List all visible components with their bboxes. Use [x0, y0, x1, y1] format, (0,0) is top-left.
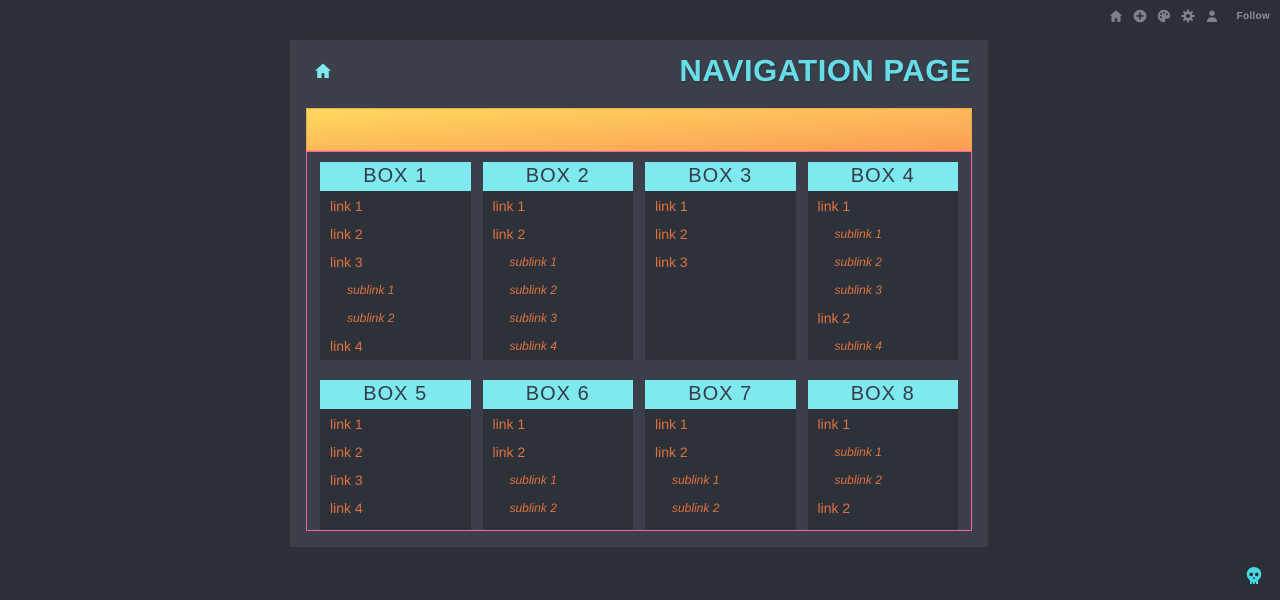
- nav-sublink[interactable]: sublink 4: [808, 332, 959, 360]
- nav-link[interactable]: link 1: [808, 410, 959, 438]
- box-link-list: link 1sublink 1sublink 2link 2: [808, 409, 959, 531]
- nav-link[interactable]: link 2: [483, 438, 634, 466]
- page-header: NAVIGATION PAGE: [290, 40, 988, 108]
- skull-button[interactable]: [1244, 566, 1264, 586]
- nav-link[interactable]: link 1: [645, 410, 796, 438]
- box-title: BOX 6: [483, 380, 634, 409]
- page-title: NAVIGATION PAGE: [679, 53, 971, 89]
- home-link[interactable]: [314, 62, 332, 80]
- follow-button[interactable]: Follow: [1237, 11, 1270, 22]
- box-title: BOX 3: [645, 162, 796, 191]
- nav-link[interactable]: link 2: [645, 220, 796, 248]
- box-link-list: link 1link 2sublink 1sublink 2sublink 3s…: [483, 191, 634, 360]
- nav-sublink[interactable]: sublink 2: [320, 304, 471, 332]
- nav-sublink[interactable]: sublink 2: [645, 494, 796, 522]
- nav-box: BOX 6 link 1link 2sublink 1sublink 2: [483, 380, 634, 531]
- nav-box: BOX 8 link 1sublink 1sublink 2link 2: [808, 380, 959, 531]
- nav-sublink[interactable]: sublink 2: [483, 276, 634, 304]
- box-title: BOX 2: [483, 162, 634, 191]
- box-link-list: link 1link 2link 3: [645, 191, 796, 360]
- nav-link[interactable]: link 2: [320, 220, 471, 248]
- nav-sublink[interactable]: sublink 2: [808, 248, 959, 276]
- box-title: BOX 8: [808, 380, 959, 409]
- nav-sublink[interactable]: sublink 1: [483, 248, 634, 276]
- page-container: NAVIGATION PAGE BOX 1 link 1link 2link 3…: [290, 40, 988, 547]
- box-link-list: link 1sublink 1sublink 2sublink 3link 2s…: [808, 191, 959, 360]
- nav-link[interactable]: link 1: [808, 192, 959, 220]
- nav-link[interactable]: link 2: [808, 494, 959, 522]
- nav-sublink[interactable]: sublink 2: [808, 466, 959, 494]
- nav-link[interactable]: link 3: [320, 466, 471, 494]
- nav-link[interactable]: link 3: [645, 248, 796, 276]
- nav-link[interactable]: link 2: [320, 438, 471, 466]
- nav-sublink[interactable]: sublink 2: [483, 494, 634, 522]
- gradient-navbar: [306, 108, 972, 151]
- nav-link[interactable]: link 4: [320, 494, 471, 522]
- box-link-list: link 1link 2link 3sublink 1sublink 2link…: [320, 191, 471, 360]
- add-circle-icon[interactable]: [1133, 9, 1147, 23]
- nav-link[interactable]: link 1: [483, 410, 634, 438]
- boxes-container: BOX 1 link 1link 2link 3sublink 1sublink…: [306, 151, 972, 531]
- nav-box: BOX 4 link 1sublink 1sublink 2sublink 3l…: [808, 162, 959, 360]
- box-link-list: link 1link 2sublink 1sublink 2: [483, 409, 634, 531]
- nav-sublink[interactable]: sublink 1: [645, 466, 796, 494]
- box-link-list: link 1link 2sublink 1sublink 2: [645, 409, 796, 531]
- nav-link[interactable]: link 3: [320, 248, 471, 276]
- nav-sublink[interactable]: sublink 1: [320, 276, 471, 304]
- palette-icon[interactable]: [1157, 9, 1171, 23]
- nav-box: BOX 7 link 1link 2sublink 1sublink 2: [645, 380, 796, 531]
- nav-link[interactable]: link 4: [320, 332, 471, 360]
- nav-box: BOX 2 link 1link 2sublink 1sublink 2subl…: [483, 162, 634, 360]
- nav-sublink[interactable]: sublink 3: [483, 304, 634, 332]
- nav-box: BOX 1 link 1link 2link 3sublink 1sublink…: [320, 162, 471, 360]
- box-title: BOX 5: [320, 380, 471, 409]
- home-icon[interactable]: [1109, 9, 1123, 23]
- box-title: BOX 7: [645, 380, 796, 409]
- top-toolbar: Follow: [1109, 0, 1270, 32]
- home-icon: [314, 62, 332, 80]
- box-title: BOX 1: [320, 162, 471, 191]
- boxes-grid: BOX 1 link 1link 2link 3sublink 1sublink…: [320, 162, 958, 531]
- nav-sublink[interactable]: sublink 4: [483, 332, 634, 360]
- gear-icon[interactable]: [1181, 9, 1195, 23]
- profile-icon[interactable]: [1205, 9, 1219, 23]
- box-link-list: link 1link 2link 3link 4: [320, 409, 471, 531]
- nav-box: BOX 5 link 1link 2link 3link 4: [320, 380, 471, 531]
- nav-link[interactable]: link 2: [483, 220, 634, 248]
- nav-sublink[interactable]: sublink 1: [483, 466, 634, 494]
- nav-sublink[interactable]: sublink 1: [808, 438, 959, 466]
- nav-link[interactable]: link 1: [320, 410, 471, 438]
- nav-box: BOX 3 link 1link 2link 3: [645, 162, 796, 360]
- nav-sublink[interactable]: sublink 3: [808, 276, 959, 304]
- nav-link[interactable]: link 2: [808, 304, 959, 332]
- nav-link[interactable]: link 1: [645, 192, 796, 220]
- skull-icon: [1244, 566, 1264, 586]
- nav-link[interactable]: link 1: [320, 192, 471, 220]
- nav-sublink[interactable]: sublink 1: [808, 220, 959, 248]
- nav-link[interactable]: link 1: [483, 192, 634, 220]
- box-title: BOX 4: [808, 162, 959, 191]
- nav-link[interactable]: link 2: [645, 438, 796, 466]
